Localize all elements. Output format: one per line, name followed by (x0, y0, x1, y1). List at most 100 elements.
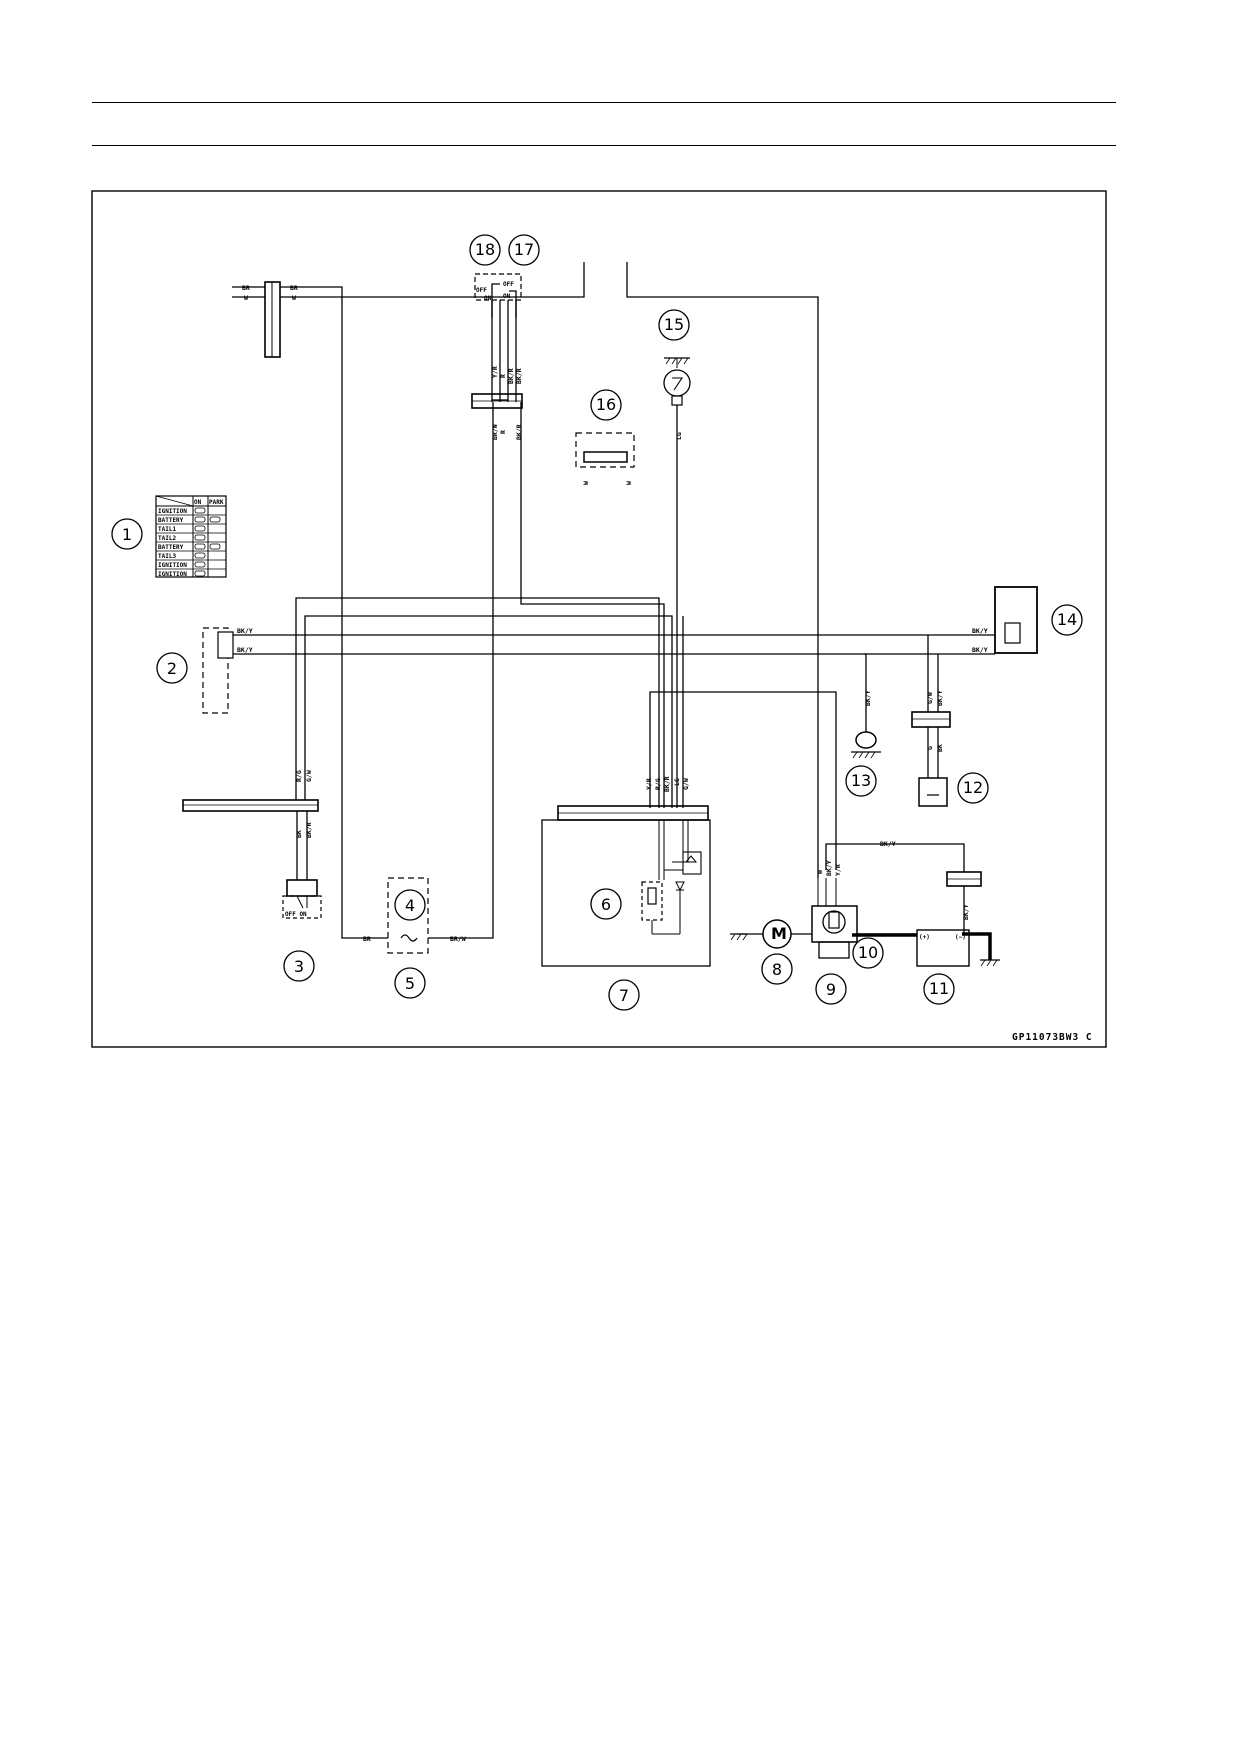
wire-label: W (244, 294, 248, 302)
callout-3: 3 (294, 957, 304, 976)
callout-5: 5 (405, 974, 415, 993)
wire-label: W (625, 481, 633, 485)
wire-label: BK/R (305, 822, 313, 838)
component-8-motor: M (730, 919, 792, 949)
ign-row-label: IGNITION (158, 562, 187, 569)
callout-18: 18 (475, 240, 495, 259)
callout-13: 13 (851, 771, 871, 790)
component-2-outline (202, 627, 229, 714)
wire-label: G (926, 746, 934, 750)
callout-4: 4 (405, 896, 415, 915)
callout-14: 14 (1057, 610, 1077, 629)
wire-label: BK/Y (972, 627, 988, 635)
wire-label: G/W (926, 692, 934, 704)
ign-row-label: IGNITION (158, 571, 187, 578)
ign-row-label: TAIL2 (158, 535, 176, 542)
callout-16: 16 (596, 395, 616, 414)
wire-label: BK/Y (825, 860, 833, 876)
diagram-frame (91, 190, 1107, 1048)
wire-label: BR/W (450, 935, 466, 943)
callout-6: 6 (601, 895, 611, 914)
callout-1: 1 (122, 525, 132, 544)
wire-label: BK (295, 830, 303, 838)
wire-label: BK/R (507, 368, 515, 384)
wire-label: W (292, 294, 296, 302)
callout-12: 12 (963, 778, 983, 797)
wire-label: BK/Y (237, 646, 253, 654)
sw17-off: OFF (503, 281, 514, 288)
switch-3: OFF ON (282, 879, 322, 919)
ign-row-label: BATTERY (158, 517, 184, 524)
component-11-battery: (+) (−) (916, 871, 1000, 967)
ign-header-park: PARK (209, 499, 224, 506)
fuse-icon (400, 934, 418, 942)
component-14 (994, 586, 1038, 654)
ign-row-label: BATTERY (158, 544, 184, 551)
callout-numbers: 1 2 3 4 5 6 7 8 9 10 11 12 13 14 15 16 1… (122, 240, 1077, 1005)
wire-label: BR/W (491, 424, 499, 440)
component-7-box (541, 805, 711, 967)
figure-code: GP11073BW3 C (1012, 1032, 1093, 1043)
wire-label: R (499, 430, 507, 434)
wire-labels: BR W BR W BK/Y BK/Y BK/Y BK/Y BR BR/W R/… (237, 284, 988, 943)
ign-header-on: ON (194, 499, 202, 506)
ign-row-label: TAIL3 (158, 553, 176, 560)
motor-symbol: M (771, 924, 787, 943)
wire-network (232, 262, 995, 939)
callout-10: 10 (858, 943, 878, 962)
component-16 (575, 432, 635, 468)
wire-label: BK/Y (962, 904, 970, 920)
ign-row-label: IGNITION (158, 508, 187, 515)
callout-8: 8 (772, 960, 782, 979)
wire-label: BK/R (515, 368, 523, 384)
wire-label: G/W (682, 778, 690, 790)
wire-label: BK/Y (237, 627, 253, 635)
wire-label: BR (363, 935, 371, 943)
wire-label: R/G (295, 770, 303, 782)
header-rule-top (92, 102, 1116, 103)
switch-3-label: OFF ON (285, 911, 307, 918)
callout-15: 15 (664, 315, 684, 334)
header-rule-bottom (92, 145, 1116, 146)
wire-label: R/G (654, 778, 662, 790)
wire-label: Y/R (834, 864, 842, 876)
wire-label: BK/Y (880, 840, 896, 848)
wire-label: BR (242, 284, 250, 292)
wire-label: LG (673, 778, 681, 786)
switch-17-18: OFF ON OFF ON (474, 273, 522, 302)
wire-label: W (816, 870, 824, 874)
sw18-on: ON (484, 295, 492, 302)
sw18-off: OFF (476, 287, 487, 294)
wire-label: BK/Y (972, 646, 988, 654)
sw17-on: ON (503, 293, 511, 300)
wire-label: Y/R (645, 778, 653, 790)
wire-label: Y/R (491, 366, 499, 378)
ign-row-label: TAIL1 (158, 526, 176, 533)
component-12 (911, 711, 951, 807)
callout-7: 7 (619, 986, 629, 1005)
callout-17: 17 (514, 240, 534, 259)
battery-ground-cable (962, 932, 992, 960)
battery-positive: (+) (919, 934, 930, 941)
wire-label: BK (936, 744, 944, 752)
ign-rows: IGNITION BATTERY TAIL1 TAIL2 BATTERY TAI… (156, 507, 226, 578)
callout-11: 11 (929, 979, 949, 998)
battery-negative: (−) (955, 934, 966, 941)
wire-label: BR (290, 284, 298, 292)
wire-label: BK/Y (864, 690, 872, 706)
connector-bar (182, 799, 319, 812)
fuse-box-outline (387, 877, 429, 954)
wire-label: BK/R (515, 424, 523, 440)
callouts (111, 234, 1083, 1011)
wire-label: R (499, 374, 507, 378)
component-15 (663, 357, 691, 406)
wire-label: BK/R (663, 776, 671, 792)
wire-label: W (582, 481, 590, 485)
wire-label: LG (675, 432, 683, 440)
callout-9: 9 (826, 980, 836, 999)
callout-2: 2 (167, 659, 177, 678)
wire-label: G/W (305, 770, 313, 782)
wire-label: BK/Y (936, 690, 944, 706)
ignition-switch-table: ON PARK IGNITION BATTERY TAIL1 TAIL2 BAT… (155, 495, 227, 578)
